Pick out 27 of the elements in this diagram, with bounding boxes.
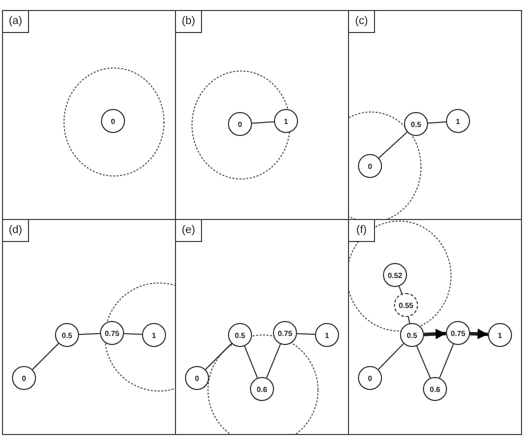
edge-line — [378, 343, 404, 370]
arrow — [470, 328, 488, 340]
edge-line — [408, 316, 410, 324]
edge-line — [266, 344, 281, 378]
edge-line — [439, 344, 454, 378]
edge-line — [427, 121, 447, 124]
panel-label: (f) — [349, 220, 375, 242]
panel-frame — [2, 10, 176, 220]
edge-line — [244, 346, 258, 378]
edge-line — [398, 286, 402, 294]
edge-line — [251, 121, 275, 124]
edge-line — [32, 342, 60, 370]
panel-frame — [348, 219, 522, 435]
edge-line — [123, 333, 143, 335]
panel-label: (e) — [176, 220, 202, 242]
edge-line — [204, 342, 232, 370]
edge-line — [378, 132, 408, 158]
panel-label: (a) — [3, 11, 29, 33]
edge-line — [416, 346, 431, 378]
panel-label: (d) — [3, 220, 29, 242]
panel-frame — [175, 219, 349, 435]
edge-line — [78, 333, 100, 335]
arrow — [424, 328, 446, 340]
edge-line — [296, 333, 316, 335]
panel-frame — [348, 10, 522, 220]
panel-label: (b) — [176, 11, 202, 33]
panel-label: (c) — [349, 11, 375, 33]
